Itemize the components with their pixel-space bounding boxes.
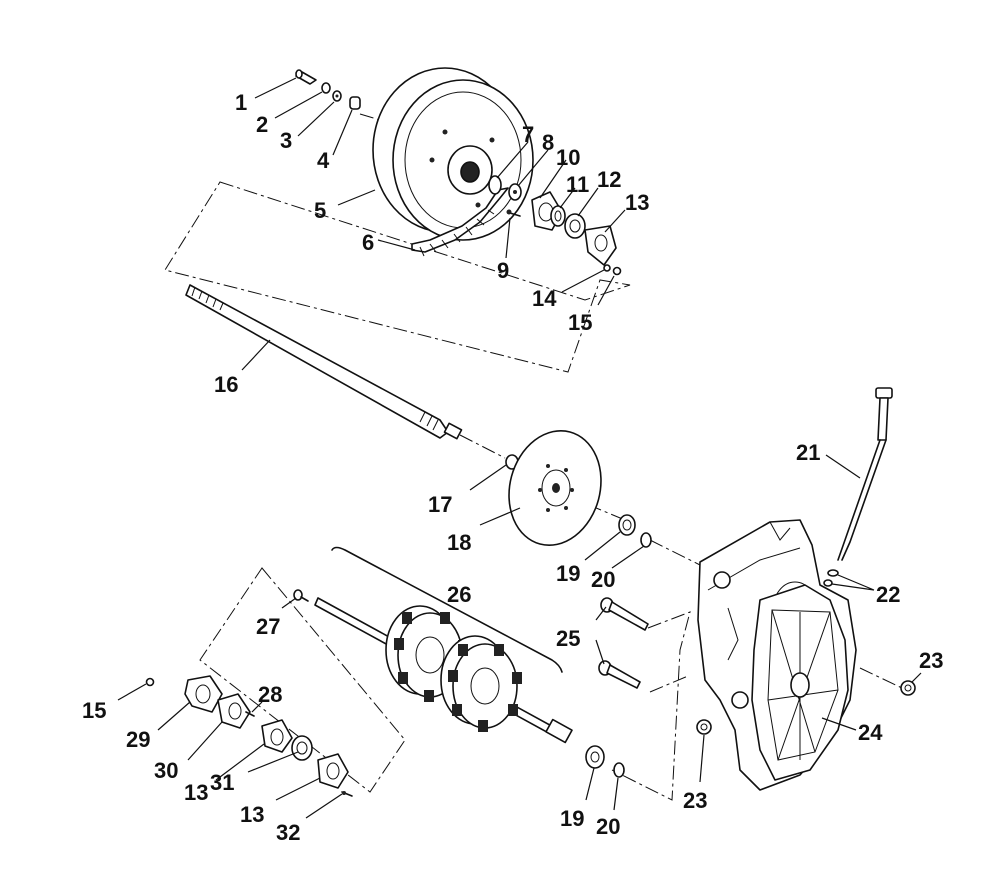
callout-20-lower: 20 — [596, 814, 620, 839]
bearing-19-lower — [585, 745, 605, 769]
callout-19-lower: 19 — [560, 806, 584, 831]
flange-29 — [184, 675, 223, 713]
callout-26: 26 — [447, 582, 471, 607]
callout-7: 7 — [522, 122, 534, 147]
bearing-19-upper — [618, 514, 636, 536]
drive-shaft — [185, 284, 463, 440]
assembly-outline-lower — [199, 567, 406, 793]
nut-23-lower — [696, 719, 712, 735]
callout-8: 8 — [542, 130, 554, 155]
bearing-31 — [291, 735, 313, 761]
washer-2 — [321, 82, 331, 94]
spacer-4 — [349, 96, 361, 110]
callout-32: 32 — [276, 820, 300, 845]
callout-3: 3 — [280, 128, 292, 153]
flange-13-lower-a — [261, 719, 293, 753]
callout-29: 29 — [126, 727, 150, 752]
nut-15-upper — [612, 266, 622, 276]
callout-4: 4 — [317, 148, 330, 173]
callout-30: 30 — [154, 758, 178, 783]
callout-5: 5 — [314, 198, 326, 223]
sprocket-right — [440, 635, 522, 732]
callout-28: 28 — [258, 682, 282, 707]
bolt-25-upper — [600, 597, 649, 631]
callout-10: 10 — [556, 145, 580, 170]
washer-14 — [603, 264, 611, 272]
flange-30 — [217, 693, 251, 729]
screw-27 — [293, 589, 309, 602]
collar-12 — [564, 213, 586, 239]
callout-20-upper: 20 — [591, 567, 615, 592]
callout-23-lower: 23 — [683, 788, 707, 813]
callout-13-upper: 13 — [625, 190, 649, 215]
nut-15-lower — [145, 677, 155, 687]
callout-12: 12 — [597, 167, 621, 192]
callout-18: 18 — [447, 530, 471, 555]
oring-20-lower — [613, 762, 625, 778]
callout-13-lower-a: 13 — [184, 780, 208, 805]
callout-15-lower: 15 — [82, 698, 106, 723]
chaincase-cover — [751, 584, 849, 781]
screw-9 — [506, 209, 521, 217]
callout-21: 21 — [796, 440, 820, 465]
callout-15-upper: 15 — [568, 310, 592, 335]
drive-chain — [411, 187, 509, 257]
flange-13-lower-b — [317, 753, 349, 789]
callout-13-lower-b: 13 — [240, 802, 264, 827]
oring-22 — [823, 569, 839, 587]
screw-32 — [341, 791, 353, 797]
oring-20-upper — [640, 532, 652, 548]
callout-25: 25 — [556, 626, 580, 651]
callout-24: 24 — [858, 720, 883, 745]
callout-27: 27 — [256, 614, 280, 639]
snap-ring-7 — [488, 175, 502, 195]
callout-14: 14 — [532, 286, 557, 311]
track-drive-shaft — [314, 546, 573, 744]
callout-9: 9 — [497, 258, 509, 283]
flange-13-upper — [584, 225, 617, 266]
bolt-1 — [295, 69, 317, 85]
callout-22: 22 — [876, 582, 900, 607]
dipstick — [837, 387, 893, 561]
bolt-25-lower — [598, 660, 641, 689]
callout-16: 16 — [214, 372, 238, 397]
bearing-11 — [550, 205, 566, 227]
screw-28 — [245, 711, 255, 717]
callout-11: 11 — [566, 172, 589, 197]
callout-2: 2 — [256, 112, 268, 137]
callout-19-upper: 19 — [556, 561, 580, 586]
callout-labels: 1 2 3 4 5 6 7 8 9 10 11 12 13 14 15 16 1… — [82, 90, 943, 845]
callout-6: 6 — [362, 230, 374, 255]
callout-1: 1 — [235, 90, 247, 115]
callout-31: 31 — [210, 770, 234, 795]
assembly-outline-upper — [164, 181, 631, 373]
nut-23-right — [900, 680, 916, 696]
callout-17: 17 — [428, 492, 452, 517]
callout-23-right: 23 — [919, 648, 943, 673]
washer-3 — [332, 90, 342, 102]
washer-8 — [508, 183, 522, 201]
leader-lines — [117, 77, 922, 819]
brake-disc — [508, 429, 602, 547]
